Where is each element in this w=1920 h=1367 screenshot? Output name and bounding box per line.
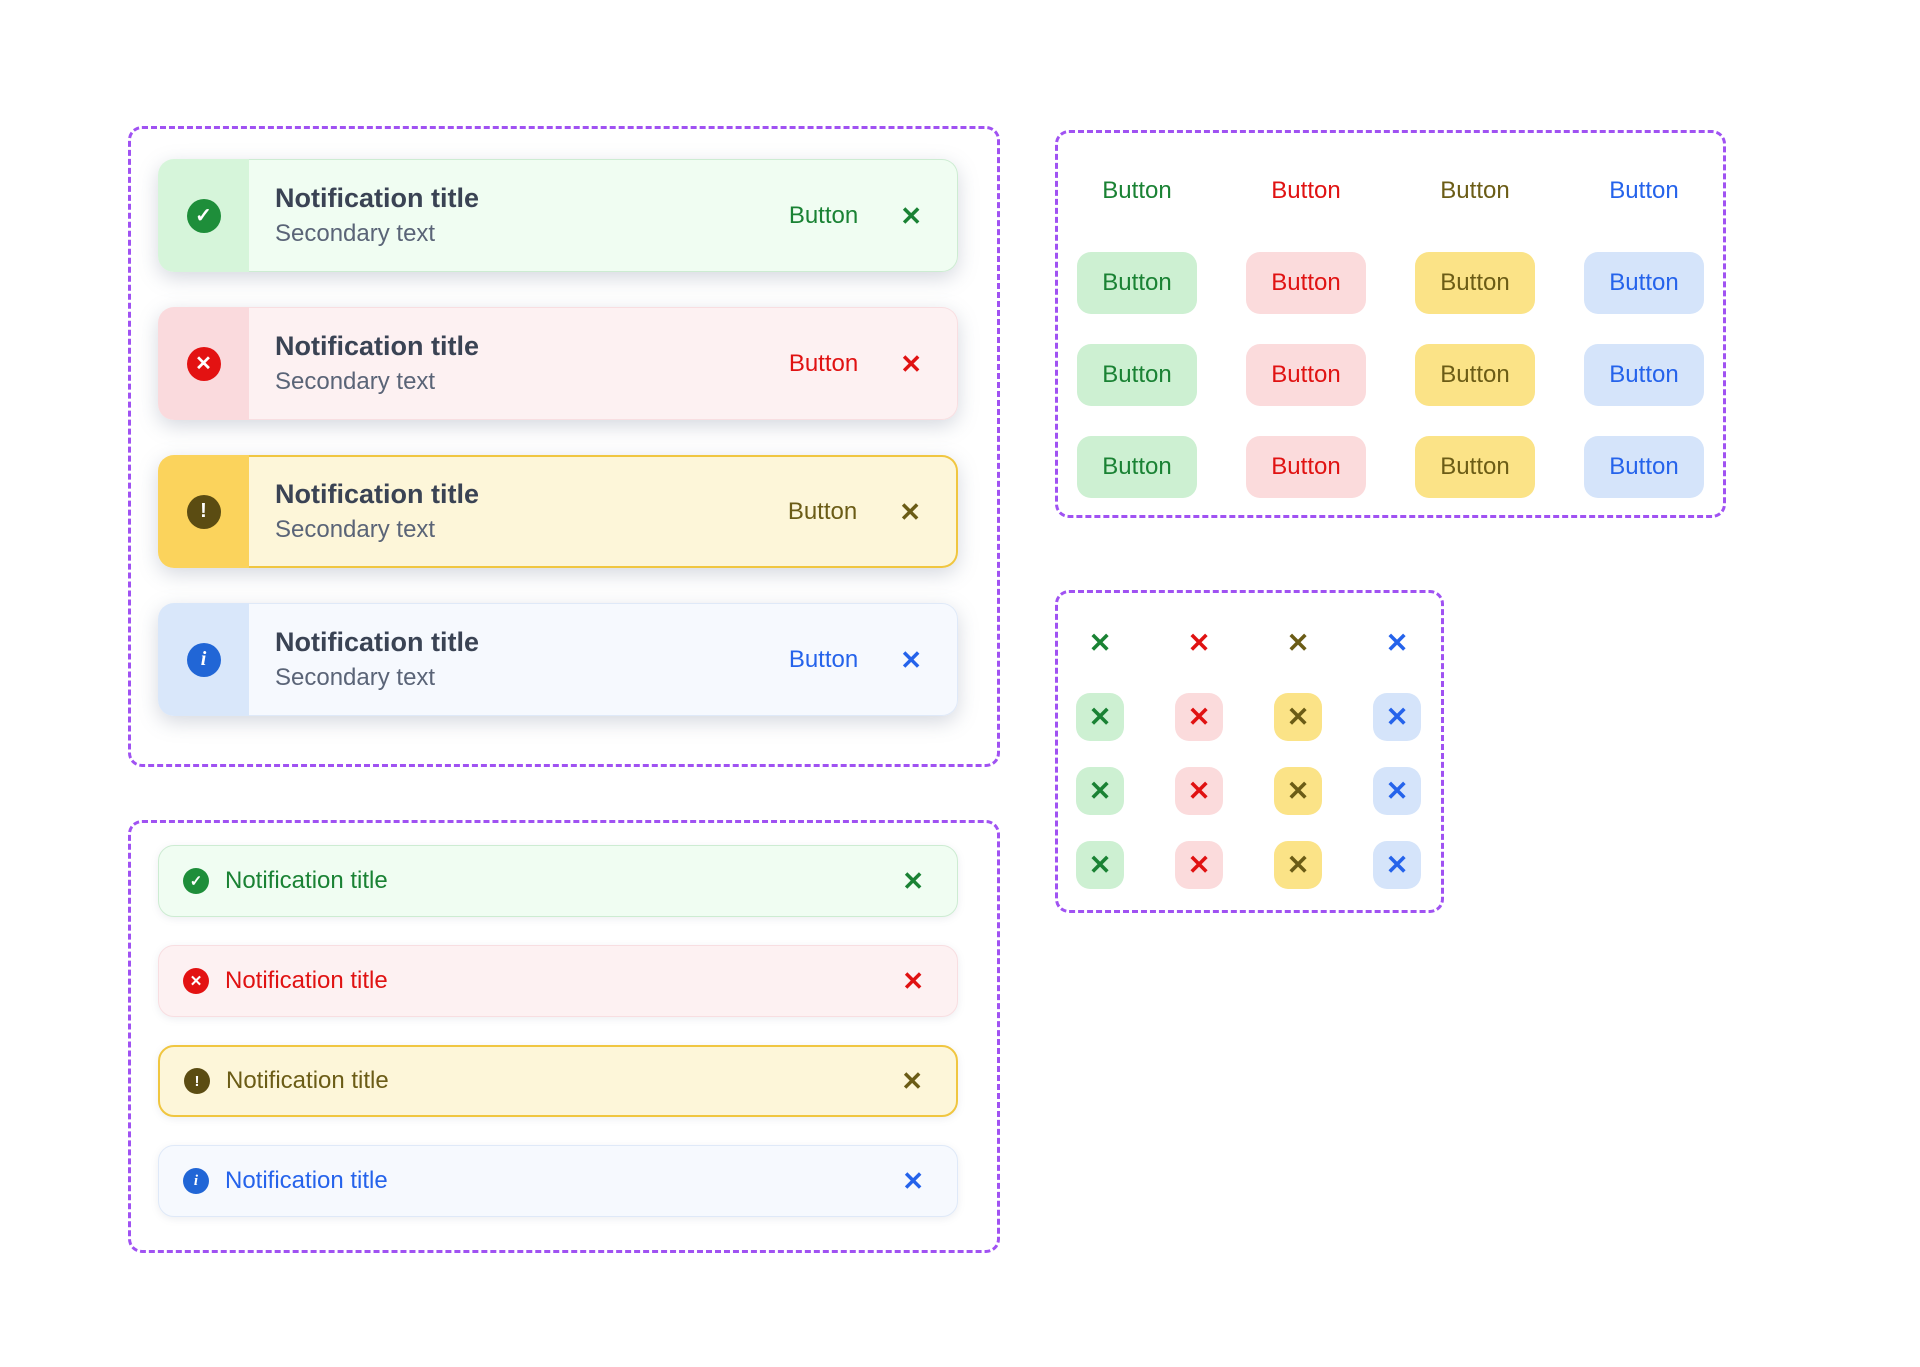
- close-button-error[interactable]: ✕: [1175, 693, 1223, 741]
- filled-button-info[interactable]: Button: [1584, 252, 1704, 314]
- filled-button-success[interactable]: Button: [1077, 344, 1197, 406]
- toast-texts: Notification title Secondary text: [275, 478, 788, 545]
- success-check-icon: ✓: [183, 868, 209, 894]
- close-icon[interactable]: ✕: [900, 348, 922, 379]
- filled-button-warning[interactable]: Button: [1415, 252, 1535, 314]
- close-button-success[interactable]: ✕: [1076, 841, 1124, 889]
- compact-toast-error: ✕ Notification title ✕: [158, 945, 958, 1017]
- filled-button-error[interactable]: Button: [1246, 344, 1366, 406]
- close-button-info[interactable]: ✕: [1373, 841, 1421, 889]
- close-icon[interactable]: ✕: [902, 966, 924, 996]
- large-toasts-section: ✓ Notification title Secondary text Butt…: [128, 126, 1000, 767]
- close-button-success[interactable]: ✕: [1076, 767, 1124, 815]
- close-button-warning[interactable]: ✕: [1274, 841, 1322, 889]
- warning-exclamation-icon: !: [186, 494, 221, 529]
- notification-title: Notification title: [275, 182, 479, 213]
- close-button-warning[interactable]: ✕: [1274, 693, 1322, 741]
- toast-body: Notification title Secondary text Button…: [249, 603, 958, 716]
- toast-body: Notification title Secondary text Button…: [249, 455, 958, 568]
- compact-toast-success: ✓ Notification title ✕: [158, 845, 958, 917]
- compact-toast-info: i Notification title ✕: [158, 1145, 958, 1217]
- text-button-error[interactable]: Button: [1246, 160, 1366, 222]
- notification-title: Notification title: [275, 626, 479, 657]
- close-button-error[interactable]: ✕: [1175, 767, 1223, 815]
- toast-body: Notification title Secondary text Button…: [249, 307, 958, 420]
- close-button-info[interactable]: ✕: [1373, 767, 1421, 815]
- filled-button-warning[interactable]: Button: [1415, 436, 1535, 498]
- error-cross-icon: ✕: [186, 346, 221, 381]
- notification-secondary-text: Secondary text: [275, 368, 436, 396]
- close-icon[interactable]: ✕: [901, 1066, 923, 1096]
- close-icon-error[interactable]: ✕: [1175, 619, 1223, 667]
- warning-exclamation-icon: !: [184, 1068, 210, 1094]
- close-icon[interactable]: ✕: [900, 200, 922, 231]
- close-icon-info[interactable]: ✕: [1373, 619, 1421, 667]
- filled-button-success[interactable]: Button: [1077, 252, 1197, 314]
- notification-title: Notification title: [275, 330, 479, 361]
- compact-toast-warning: ! Notification title ✕: [158, 1045, 958, 1117]
- notification-toast-warning: ! Notification title Secondary text Butt…: [158, 455, 958, 568]
- close-icon-variants-section: ✕ ✕ ✕ ✕ ✕ ✕ ✕ ✕ ✕ ✕ ✕ ✕ ✕ ✕ ✕ ✕: [1055, 590, 1444, 913]
- notification-title: Notification title: [225, 1167, 388, 1194]
- toast-icon-strip: ✕: [158, 307, 249, 420]
- close-button-error[interactable]: ✕: [1175, 841, 1223, 889]
- toast-texts: Notification title Secondary text: [275, 330, 789, 397]
- close-icon[interactable]: ✕: [900, 644, 922, 675]
- notification-secondary-text: Secondary text: [275, 664, 436, 692]
- filled-button-success[interactable]: Button: [1077, 436, 1197, 498]
- filled-button-error[interactable]: Button: [1246, 252, 1366, 314]
- notification-title: Notification title: [225, 967, 388, 994]
- notification-toast-success: ✓ Notification title Secondary text Butt…: [158, 159, 958, 272]
- toast-body: Notification title Secondary text Button…: [249, 159, 958, 272]
- close-button-success[interactable]: ✕: [1076, 693, 1124, 741]
- notification-title: Notification title: [226, 1067, 389, 1094]
- close-icon[interactable]: ✕: [899, 496, 921, 527]
- text-button-warning[interactable]: Button: [1415, 160, 1535, 222]
- toast-icon-strip: !: [158, 455, 249, 568]
- notification-title: Notification title: [225, 867, 388, 894]
- toast-action-button[interactable]: Button: [788, 645, 859, 673]
- toast-action-button[interactable]: Button: [788, 201, 859, 229]
- close-button-warning[interactable]: ✕: [1274, 767, 1322, 815]
- toast-action-button[interactable]: Button: [787, 497, 858, 525]
- toast-texts: Notification title Secondary text: [275, 626, 789, 693]
- info-icon: i: [183, 1168, 209, 1194]
- compact-toasts-section: ✓ Notification title ✕ ✕ Notification ti…: [128, 820, 1000, 1253]
- button-variants-section: Button Button Button Button Button Butto…: [1055, 130, 1726, 518]
- notification-secondary-text: Secondary text: [275, 516, 436, 544]
- notification-title: Notification title: [275, 478, 479, 509]
- text-button-info[interactable]: Button: [1584, 160, 1704, 222]
- notification-toast-error: ✕ Notification title Secondary text Butt…: [158, 307, 958, 420]
- text-button-success[interactable]: Button: [1077, 160, 1197, 222]
- toast-action-button[interactable]: Button: [788, 349, 859, 377]
- close-icon-warning[interactable]: ✕: [1274, 619, 1322, 667]
- toast-icon-strip: ✓: [158, 159, 249, 272]
- toast-icon-strip: i: [158, 603, 249, 716]
- toast-texts: Notification title Secondary text: [275, 182, 789, 249]
- info-icon: i: [186, 642, 221, 677]
- error-cross-icon: ✕: [183, 968, 209, 994]
- filled-button-error[interactable]: Button: [1246, 436, 1366, 498]
- close-icon[interactable]: ✕: [902, 1166, 924, 1196]
- filled-button-info[interactable]: Button: [1584, 344, 1704, 406]
- success-check-icon: ✓: [186, 198, 221, 233]
- close-icon[interactable]: ✕: [902, 866, 924, 896]
- notification-secondary-text: Secondary text: [275, 220, 436, 248]
- filled-button-info[interactable]: Button: [1584, 436, 1704, 498]
- notification-toast-info: i Notification title Secondary text Butt…: [158, 603, 958, 716]
- close-button-info[interactable]: ✕: [1373, 693, 1421, 741]
- filled-button-warning[interactable]: Button: [1415, 344, 1535, 406]
- close-icon-success[interactable]: ✕: [1076, 619, 1124, 667]
